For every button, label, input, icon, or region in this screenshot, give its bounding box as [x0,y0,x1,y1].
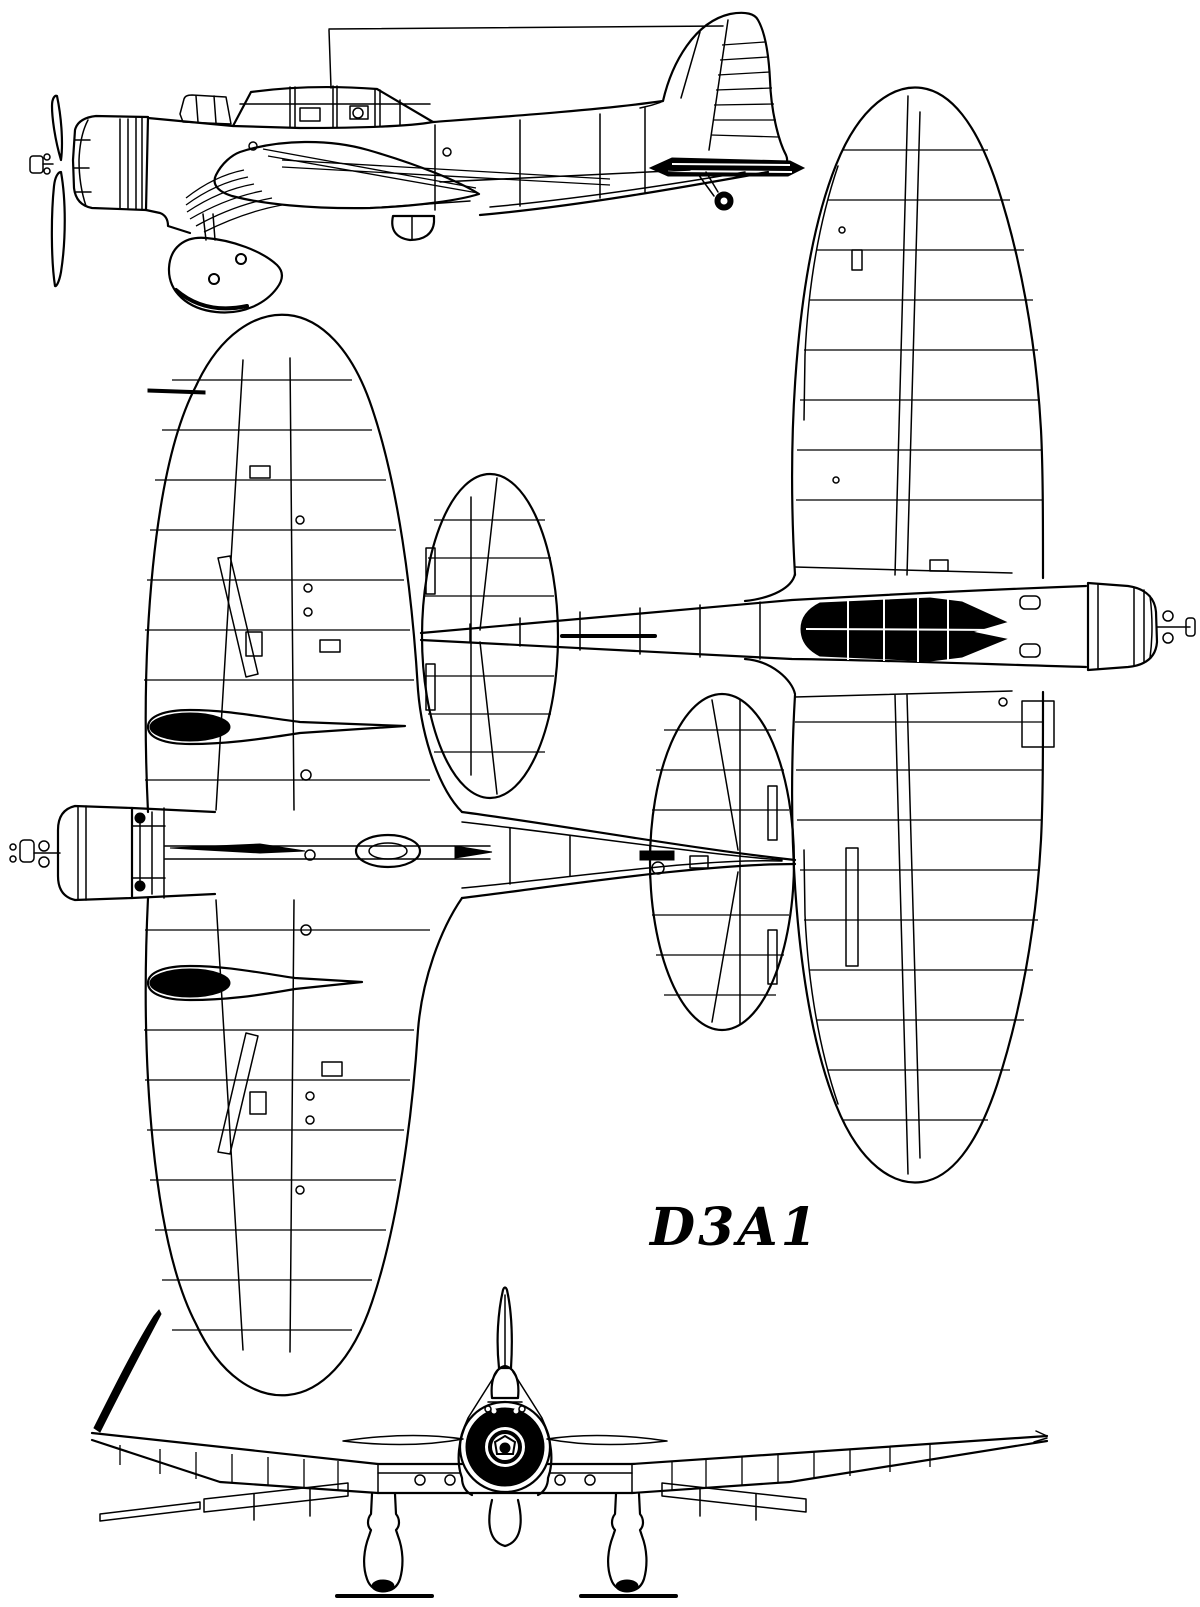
top-view [419,86,1196,1184]
underside-view [9,313,797,1397]
wing-top [791,86,1055,1184]
tailplane-top [420,472,560,800]
radio-mast [328,29,332,89]
tailplane-bottom [639,692,796,1032]
engine-cowling-top [1086,581,1196,672]
carb-intake [179,94,232,125]
wing-right-front [630,1430,1049,1521]
cockpit-canopy-side [231,85,435,130]
wheel-spat-fairing-lower [146,964,364,1002]
type-designation-label: D3A1 [648,1197,820,1258]
tail-wheel [697,171,734,211]
landing-gear-right-front [579,1492,678,1598]
cockpit-canopy-top [800,597,1008,662]
wing-side [185,140,611,233]
wing-ribs-top [795,149,1043,1121]
propeller-hub-bottom [9,839,61,868]
antenna-wire [328,25,724,30]
propeller-front [487,1286,523,1403]
wing-center-front [376,1462,634,1495]
wing-bottom [144,313,464,1397]
wing-ribs-bottom [144,379,430,1331]
tailplane-front-left [342,1434,464,1446]
bomb-front [488,1498,522,1548]
engine-cowling-side [71,114,150,212]
tailplane-front-right [546,1434,668,1446]
tailplane-side [648,157,806,177]
rudder-ribs [710,41,779,138]
bomb-side [391,214,436,242]
engine-cowling-front [458,1400,552,1494]
wheel-spat-side [167,213,283,314]
wheel-spat-fairing-upper [146,708,407,746]
propeller-side [29,94,66,288]
engine-cowling-bottom [56,804,166,902]
wing-left-front [90,1309,380,1522]
front-view [90,1286,1049,1598]
pitot-tube-bottom [147,388,206,395]
side-view [29,11,806,314]
landing-gear-left-front [335,1492,434,1598]
wingtip-pitot-mast [93,1309,162,1433]
bomb-crutch-bottom [164,833,493,869]
